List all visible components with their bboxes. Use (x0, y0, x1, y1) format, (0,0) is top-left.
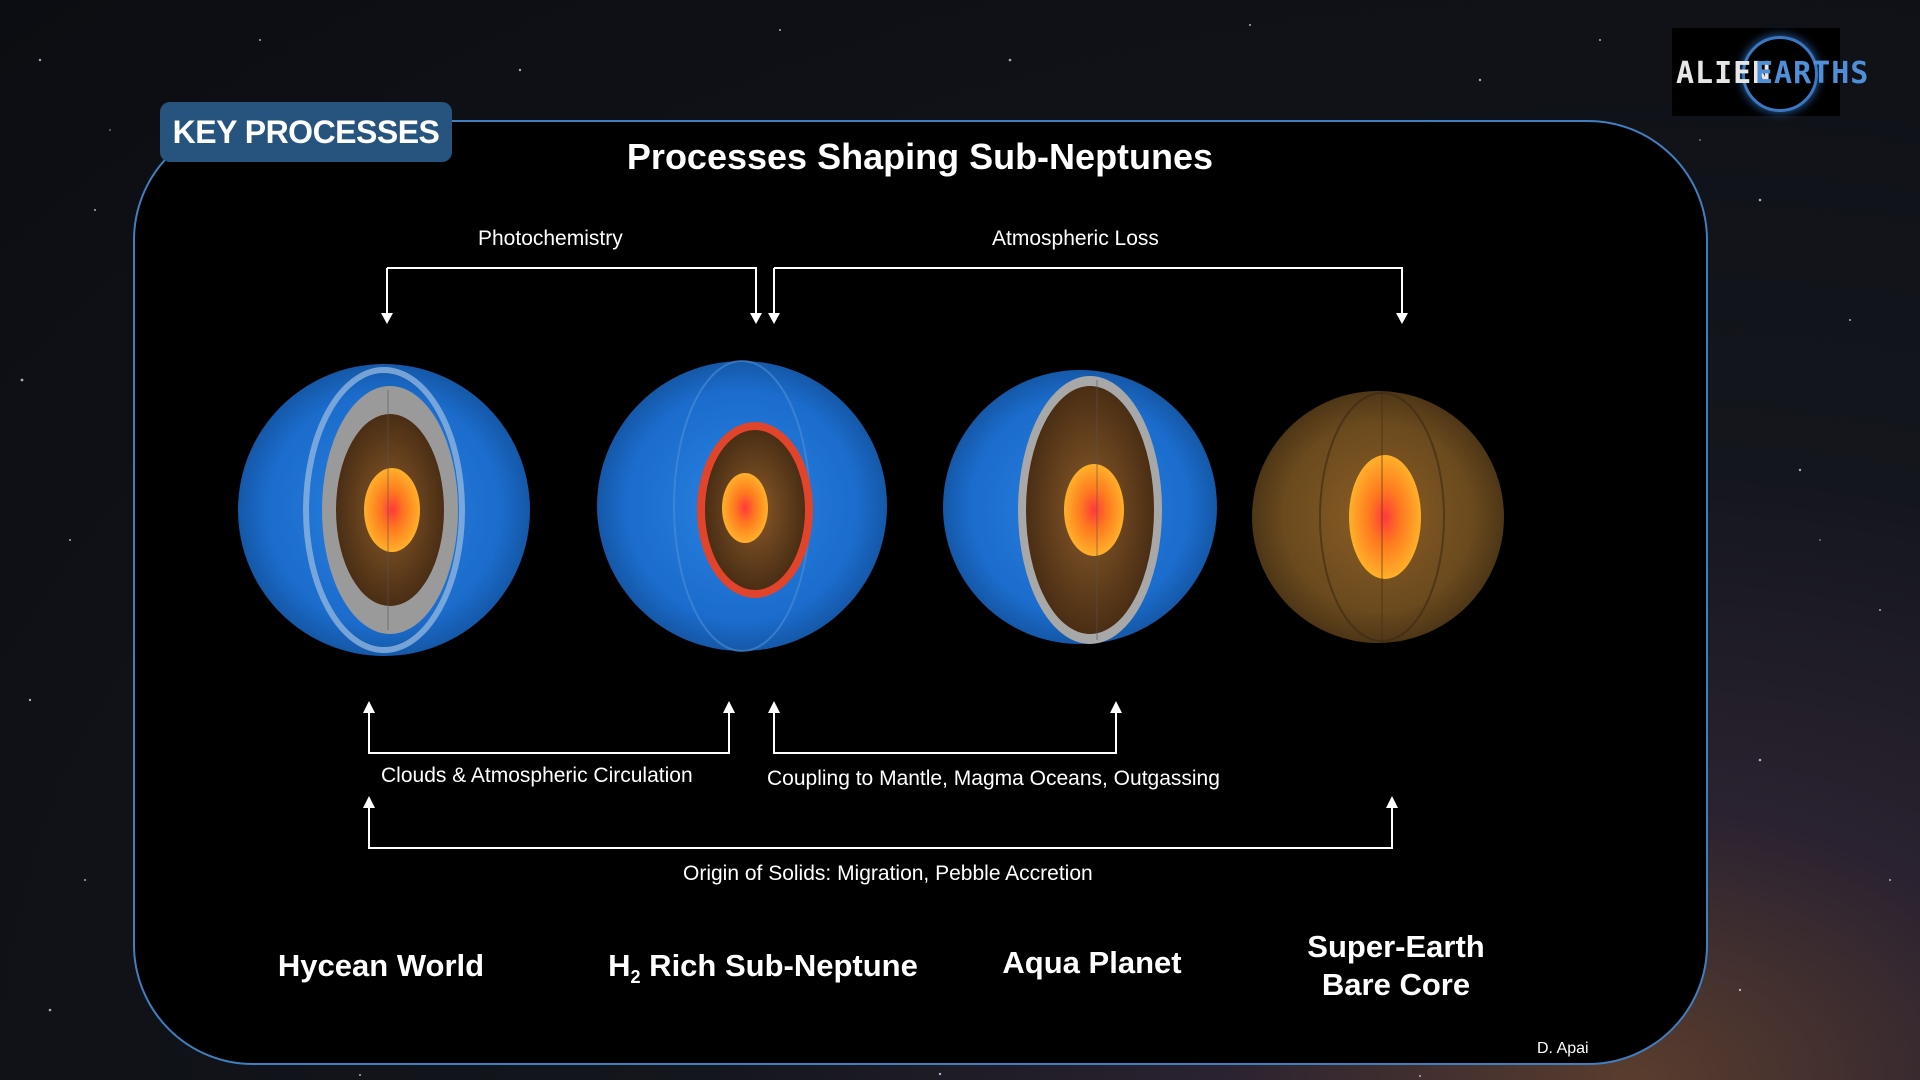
logo-ring (1742, 36, 1818, 112)
h2-rich-sub-neptune-label: H2 Rich Sub-Neptune (600, 948, 926, 988)
clouds-bracket (368, 713, 730, 754)
hycean-world-label: Hycean World (277, 948, 485, 983)
super-earth-bare-core-planet (1252, 391, 1504, 643)
photochemistry-label: Photochemistry (478, 227, 623, 250)
h2-label-rest: Rich Sub-Neptune (640, 948, 918, 983)
origin-bracket (368, 808, 1393, 849)
logo-word-earths: EARTHS (1755, 56, 1870, 91)
super-earth-label: Super-Earth Bare Core (1296, 928, 1496, 1004)
atmospheric-loss-label: Atmospheric Loss (992, 227, 1159, 250)
diagram-title: Processes Shaping Sub-Neptunes (626, 136, 1214, 177)
super-earth-label-line2: Bare Core (1321, 967, 1471, 1002)
aqua-planet (943, 370, 1217, 644)
hycean-world-planet (238, 364, 530, 656)
logo-word-alien: ALIEN (1676, 56, 1772, 91)
aqua-planet-label: Aqua Planet (1002, 945, 1182, 980)
clouds-label: Clouds & Atmospheric Circulation (381, 764, 693, 787)
coupling-bracket (773, 713, 1117, 754)
arrows (368, 267, 1403, 849)
atmospheric-loss-bracket (773, 267, 1403, 313)
h2-symbol: H (608, 948, 631, 983)
arrowheads (363, 313, 1408, 808)
super-earth-label-line1: Super-Earth (1307, 929, 1485, 964)
origin-label: Origin of Solids: Migration, Pebble Accr… (683, 862, 1093, 885)
h2-rich-sub-neptune-planet (597, 360, 887, 652)
photochemistry-bracket (386, 267, 757, 313)
h2-subscript: 2 (630, 967, 641, 988)
key-processes-badge: KEY PROCESSES (160, 102, 452, 162)
credit-text: D. Apai (1537, 1040, 1589, 1057)
coupling-label: Coupling to Mantle, Magma Oceans, Outgas… (767, 767, 1220, 790)
alien-earths-logo: ALIEN EARTHS (1672, 28, 1868, 116)
